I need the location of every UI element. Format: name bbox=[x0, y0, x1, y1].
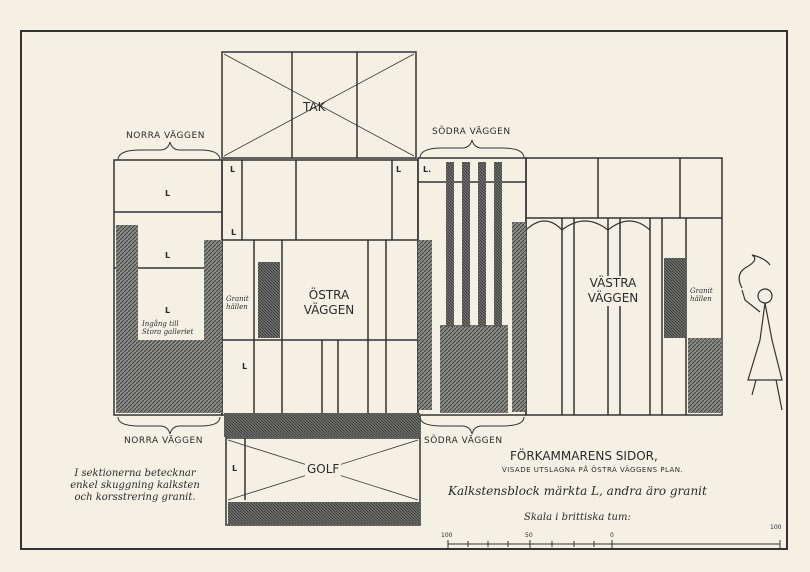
scale-tick-label: 50 bbox=[525, 532, 533, 539]
granite-slab-left-line1: Granit bbox=[226, 295, 249, 303]
granite-slab-left-line2: hällen bbox=[226, 303, 248, 311]
limestone-mark: L bbox=[232, 464, 238, 473]
norra-bottom-label: NORRA VÄGGEN bbox=[124, 436, 203, 446]
limestone-mark: L bbox=[231, 228, 237, 237]
west-wall-title: VÄSTRA VÄGGEN bbox=[578, 276, 648, 306]
limestone-mark: L bbox=[165, 189, 171, 198]
legend-text: Kalkstensblock märkta L, andra äro grani… bbox=[448, 484, 707, 498]
limestone-mark: L. bbox=[423, 165, 432, 174]
scale-bar bbox=[447, 540, 781, 548]
shading-note-line3: och korsstrering granit. bbox=[74, 492, 196, 503]
roof-panel bbox=[221, 51, 417, 159]
limestone-mark: L bbox=[165, 306, 171, 315]
granite-slab-right-line1: Granit bbox=[690, 287, 713, 295]
shading-note-line1: I sektionerna betecknar bbox=[74, 468, 196, 479]
scale-tick-label: 100 bbox=[770, 524, 782, 531]
floor-label: GOLF bbox=[305, 462, 342, 477]
roof-label: TAK bbox=[303, 100, 326, 114]
east-wall-title: ÖSTRA VÄGGEN bbox=[298, 288, 360, 318]
entrance-note: Ingång till Stora galleriet bbox=[142, 320, 194, 336]
limestone-mark: L bbox=[396, 165, 402, 174]
sodra-top-label: SÖDRA VÄGGEN bbox=[432, 127, 511, 137]
shading-note-line2: enkel skuggning kalksten bbox=[70, 480, 200, 491]
east-wall-title-line2: VÄGGEN bbox=[303, 303, 355, 317]
entrance-note-line1: Ingång till bbox=[142, 320, 179, 328]
norra-top-label: NORRA VÄGGEN bbox=[126, 131, 205, 141]
limestone-mark: L bbox=[230, 165, 236, 174]
scale-tick-label: 100 bbox=[441, 532, 453, 539]
entrance-note-line2: Stora galleriet bbox=[142, 328, 194, 336]
limestone-mark: L bbox=[242, 362, 248, 371]
granite-slab-right: Granit hällen bbox=[690, 287, 713, 303]
east-wall-title-line1: ÖSTRA bbox=[308, 288, 350, 302]
west-wall-title-line2: VÄGGEN bbox=[587, 291, 639, 305]
west-wall-title-line1: VÄSTRA bbox=[589, 276, 637, 290]
granite-slab-right-line2: hällen bbox=[690, 295, 712, 303]
scale-tick-label: 0 bbox=[610, 532, 614, 539]
figure-illustration bbox=[738, 254, 783, 411]
drawing-border bbox=[20, 30, 788, 550]
sodra-bottom-label: SÖDRA VÄGGEN bbox=[424, 436, 503, 446]
granite-slab-left: Granit hällen bbox=[226, 295, 249, 311]
caption-title: FÖRKAMMARENS SIDOR, bbox=[510, 449, 658, 463]
caption-subtitle: VISADE UTSLAGNA PÅ ÖSTRA VÄGGENS PLAN. bbox=[502, 466, 684, 474]
scale-caption: Skala i brittiska tum: bbox=[524, 512, 631, 523]
shading-note: I sektionerna betecknar enkel skuggning … bbox=[50, 468, 220, 504]
limestone-mark: L bbox=[165, 251, 171, 260]
